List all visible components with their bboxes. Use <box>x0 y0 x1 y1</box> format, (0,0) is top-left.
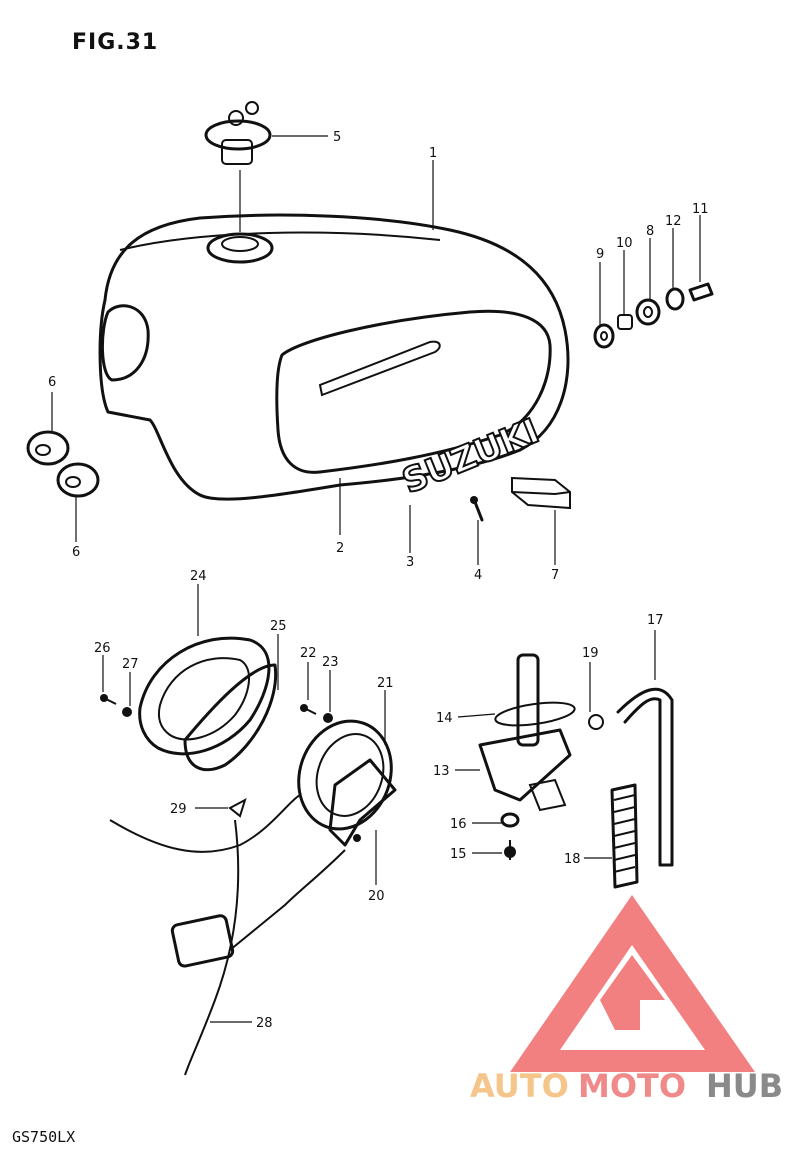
fuel-hose-17 <box>616 687 674 867</box>
callout-13: 13 <box>433 764 450 779</box>
callout-23: 23 <box>322 655 339 670</box>
callout-10: 10 <box>616 236 633 251</box>
callout-12: 12 <box>665 214 682 229</box>
washer-27 <box>122 707 132 717</box>
spacer-10 <box>617 314 633 330</box>
leader-lines <box>51 135 701 1023</box>
fuel-filter-18 <box>610 783 639 889</box>
callout-22: 22 <box>300 646 317 661</box>
callout-21: 21 <box>377 676 394 691</box>
hose-clamp-19 <box>588 714 604 730</box>
watermark-text-moto: MOTO <box>578 1067 686 1105</box>
callout-16: 16 <box>450 817 467 832</box>
callout-9: 9 <box>596 247 604 262</box>
gasket-24 <box>138 636 271 756</box>
model-code: GS750LX <box>12 1128 76 1146</box>
callout-3: 3 <box>406 555 414 570</box>
fuel-tank <box>98 213 570 501</box>
callout-6-lower: 6 <box>72 545 80 560</box>
clamp-29 <box>228 797 247 818</box>
callout-2: 2 <box>336 541 344 556</box>
o-ring-14 <box>494 701 576 727</box>
watermark-text-hub: HUB <box>706 1067 783 1105</box>
callout-26: 26 <box>94 641 111 656</box>
screw-22 <box>300 704 317 715</box>
filler-neck <box>206 232 274 264</box>
callout-7: 7 <box>551 568 559 583</box>
fuel-gauge-unit-20 <box>328 758 397 847</box>
svg-text:SUZUKI: SUZUKI <box>397 411 545 502</box>
washer-9 <box>593 323 615 349</box>
plate-25 <box>183 663 278 772</box>
cushion-8 <box>635 298 661 326</box>
screw-4 <box>470 496 484 522</box>
callout-28: 28 <box>256 1016 273 1031</box>
callout-5: 5 <box>333 130 341 145</box>
washer-23 <box>323 713 333 723</box>
callout-27: 27 <box>122 657 139 672</box>
callout-20: 20 <box>368 889 385 904</box>
washer-12 <box>665 287 685 311</box>
wire-connector <box>170 914 235 968</box>
callout-4: 4 <box>474 568 482 583</box>
watermark-logo <box>510 895 755 1072</box>
figure-title: FIG.31 <box>72 30 159 55</box>
rubber-block <box>511 476 571 510</box>
screw-15 <box>504 840 516 860</box>
callout-19: 19 <box>582 646 599 661</box>
callout-11: 11 <box>692 202 709 217</box>
callout-8: 8 <box>646 224 654 239</box>
watermark-brand: AUTO MOTO HUB <box>470 1067 783 1105</box>
callout-1: 1 <box>429 146 437 161</box>
fuel-gauge-plate-21 <box>297 719 393 831</box>
lead-wire-28 <box>109 794 346 1076</box>
callout-6-upper: 6 <box>48 375 56 390</box>
callout-15: 15 <box>450 847 467 862</box>
callout-14: 14 <box>436 711 453 726</box>
fuel-cock-13 <box>478 653 572 812</box>
screw-26 <box>100 694 117 705</box>
watermark-logo-mark <box>600 955 665 1030</box>
callout-18: 18 <box>564 852 581 867</box>
washer-16 <box>500 812 520 828</box>
suzuki-decal: SUZUKI <box>396 410 546 503</box>
callout-29: 29 <box>170 802 187 817</box>
callout-17: 17 <box>647 613 664 628</box>
callout-24: 24 <box>190 569 207 584</box>
callout-labels: 5 1 2 3 4 6 6 7 8 9 10 11 12 13 14 15 16… <box>48 130 709 1031</box>
tank-mount-left <box>100 304 150 382</box>
mount-hardware <box>593 282 714 349</box>
tank-cushion-rear <box>56 462 100 498</box>
fuel-cap <box>204 101 272 232</box>
watermark-text-auto: AUTO <box>470 1067 569 1105</box>
callout-25: 25 <box>270 619 287 634</box>
tank-cushion-front <box>26 430 70 466</box>
bolt-11 <box>688 282 714 302</box>
